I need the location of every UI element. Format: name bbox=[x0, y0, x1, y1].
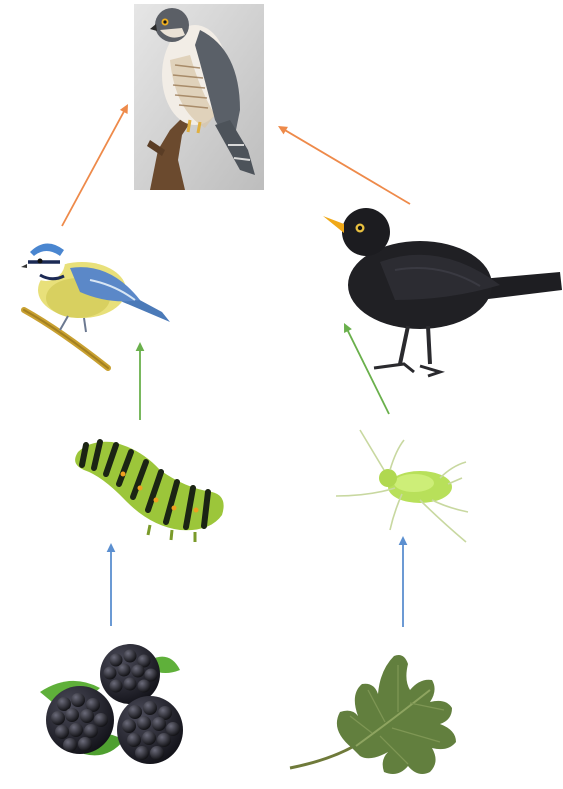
caterpillar-icon bbox=[75, 442, 224, 542]
blackberry-icon bbox=[40, 644, 183, 764]
arrow-aphid-to-blackbird bbox=[344, 323, 389, 414]
blue-tit-icon bbox=[21, 243, 170, 368]
arrow-caterpillar-to-blue-tit bbox=[136, 342, 145, 420]
arrow-oak-leaf-to-aphid bbox=[399, 536, 408, 627]
blackbird-icon bbox=[323, 208, 562, 376]
arrow-blackbird-to-sparrowhawk bbox=[278, 126, 410, 204]
oak-leaf-icon bbox=[290, 655, 456, 774]
arrow-blackberries-to-caterpillar bbox=[107, 543, 116, 626]
aphid-icon bbox=[336, 430, 468, 542]
arrow-blue-tit-to-sparrowhawk bbox=[62, 104, 128, 226]
sparrowhawk-icon bbox=[134, 4, 264, 190]
